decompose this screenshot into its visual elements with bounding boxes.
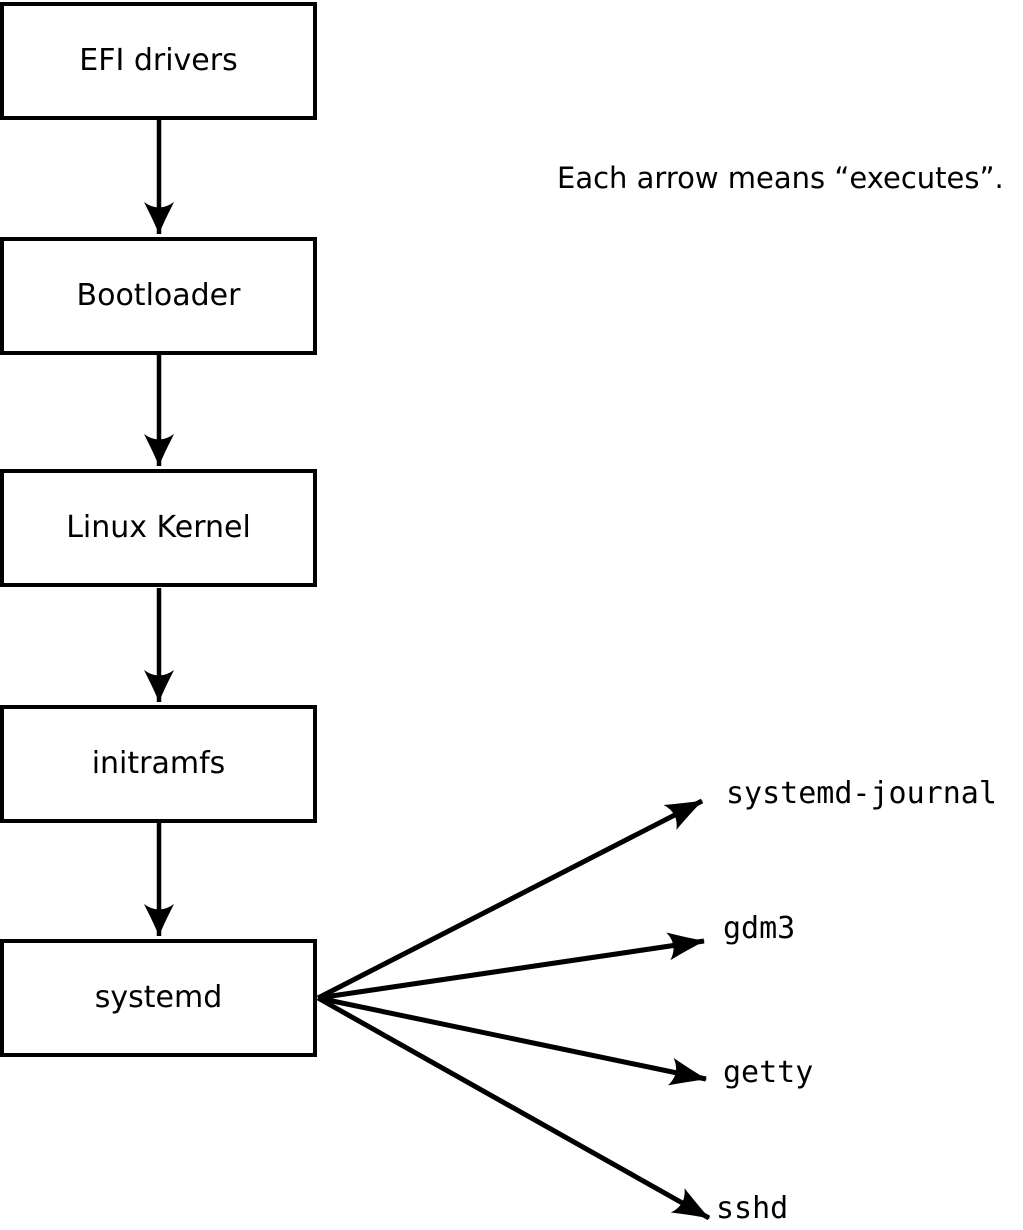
box-systemd-label: systemd bbox=[94, 980, 223, 1015]
arrow-systemd-to-gdm3 bbox=[317, 932, 705, 1001]
label-getty: getty bbox=[723, 1055, 814, 1090]
box-systemd: systemd bbox=[0, 939, 317, 1057]
box-initramfs: initramfs bbox=[0, 705, 317, 823]
box-efi-drivers: EFI drivers bbox=[0, 2, 317, 120]
legend-note: Each arrow means “executes”. bbox=[557, 161, 1004, 195]
box-linux-kernel: Linux Kernel bbox=[0, 469, 317, 587]
label-gdm3: gdm3 bbox=[723, 911, 796, 946]
box-efi-drivers-label: EFI drivers bbox=[79, 43, 238, 78]
box-bootloader: Bootloader bbox=[0, 237, 317, 355]
box-linux-kernel-label: Linux Kernel bbox=[66, 510, 251, 545]
arrow-systemd-to-getty bbox=[317, 995, 707, 1086]
arrow-systemd-to-sshd bbox=[316, 995, 711, 1221]
box-bootloader-label: Bootloader bbox=[76, 278, 241, 313]
label-sshd: sshd bbox=[716, 1191, 789, 1226]
box-initramfs-label: initramfs bbox=[91, 746, 226, 781]
label-systemd-journal: systemd-journal bbox=[726, 776, 997, 811]
arrow-systemd-to-systemd-journal bbox=[316, 798, 704, 1001]
